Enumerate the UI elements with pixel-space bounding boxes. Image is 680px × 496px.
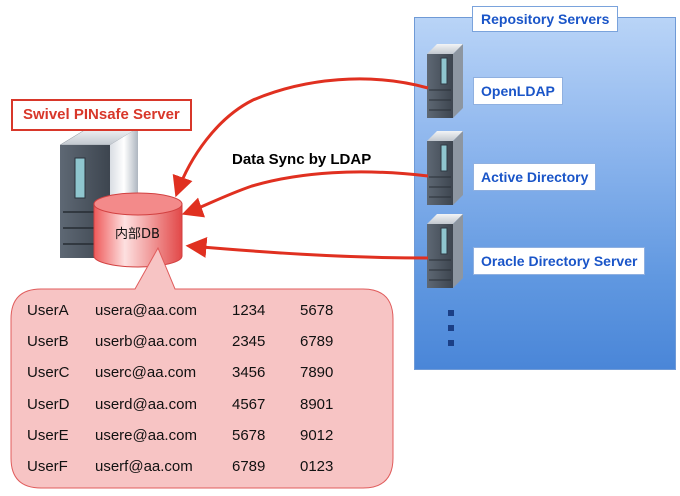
active-directory-server-icon xyxy=(426,130,464,206)
table-row: UserA usera@aa.com 1234 5678 xyxy=(11,302,393,324)
ellipsis-dot xyxy=(448,325,454,331)
user-code-cell: 0123 xyxy=(300,458,334,475)
user-code-cell: 7890 xyxy=(300,364,334,382)
active-directory-label: Active Directory xyxy=(473,163,597,191)
user-email-cell: userd@aa.com xyxy=(95,395,197,413)
openldap-label: OpenLDAP xyxy=(473,77,563,105)
user-name-cell: UserA xyxy=(27,302,69,319)
user-pin-cell: 1234 xyxy=(232,302,266,319)
sync-label: Data Sync by LDAP xyxy=(232,151,372,168)
table-row: UserC userc@aa.com 3456 7890 xyxy=(11,364,393,386)
user-email-cell: usera@aa.com xyxy=(95,302,197,319)
user-name-cell: UserD xyxy=(27,395,70,413)
user-name-cell: UserF xyxy=(27,458,68,475)
table-row: UserD userd@aa.com 4567 8901 xyxy=(11,396,393,418)
user-code-cell: 8901 xyxy=(300,395,334,413)
user-code-cell: 9012 xyxy=(300,426,334,444)
swivel-server-title: Swivel PINsafe Server xyxy=(11,99,192,131)
internal-db-cylinder xyxy=(93,192,183,268)
user-code-cell: 5678 xyxy=(300,302,334,319)
user-email-cell: userb@aa.com xyxy=(95,333,197,351)
db-label: 内部DB xyxy=(115,226,160,242)
user-pin-cell: 6789 xyxy=(232,458,266,475)
table-row: UserB userb@aa.com 2345 6789 xyxy=(11,333,393,355)
user-pin-cell: 4567 xyxy=(232,395,266,413)
user-email-cell: userc@aa.com xyxy=(95,364,197,382)
sync-arrow-oracle xyxy=(185,236,429,260)
table-row: UserF userf@aa.com 6789 0123 xyxy=(11,458,393,480)
user-name-cell: UserB xyxy=(27,333,69,351)
user-name-cell: UserE xyxy=(27,426,69,444)
user-pin-cell: 5678 xyxy=(232,426,266,444)
user-code-cell: 6789 xyxy=(300,333,334,351)
user-email-cell: userf@aa.com xyxy=(95,458,193,475)
oracle-server-icon xyxy=(426,213,464,289)
repository-title: Repository Servers xyxy=(472,6,619,32)
user-email-cell: usere@aa.com xyxy=(95,426,197,444)
sync-arrow-active-directory xyxy=(181,170,429,218)
table-row: UserE usere@aa.com 5678 9012 xyxy=(11,427,393,449)
ellipsis-dot xyxy=(448,340,454,346)
user-pin-cell: 2345 xyxy=(232,333,266,351)
openldap-server-icon xyxy=(426,43,464,119)
user-pin-cell: 3456 xyxy=(232,364,266,382)
sync-arrow-openldap xyxy=(172,77,429,198)
ellipsis-dot xyxy=(448,310,454,316)
user-name-cell: UserC xyxy=(27,364,70,382)
db-table-bubble xyxy=(10,246,394,489)
oracle-directory-label: Oracle Directory Server xyxy=(473,247,646,275)
